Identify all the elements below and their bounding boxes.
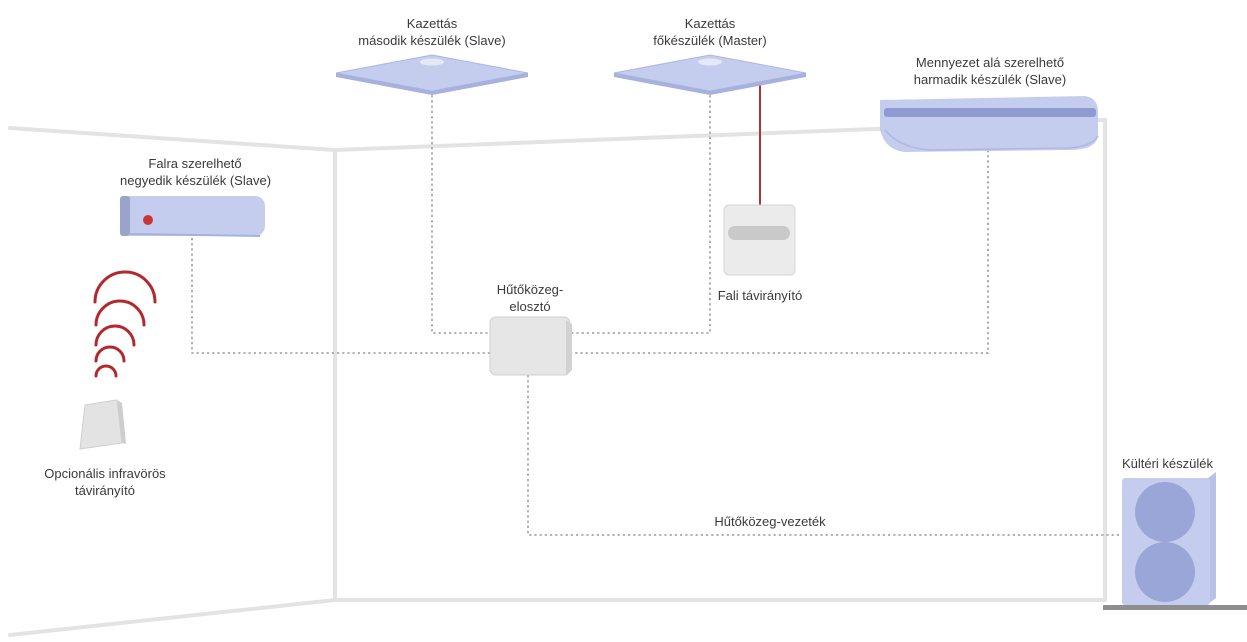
cassette-master-label-line1: Kazettás [684,16,736,31]
wall-unit-icon [120,196,265,237]
distributor-label-line1: Hűtőközeg- [496,282,564,297]
ceiling-unit-label: Mennyezet alá szerelhető harmadik készül… [905,54,1075,88]
pipe-label-text: Hűtőközeg-vezeték [714,514,826,529]
ceiling-unit-label-line1: Mennyezet alá szerelhető [915,55,1065,70]
ir-remote-label: Opcionális infravörös távirányító [30,465,180,499]
wall-remote-label: Fali távirányító [700,287,820,304]
ir-signal-waves-icon [93,270,157,378]
wall-remote-icon [723,204,796,276]
ir-remote-label-line1: Opcionális infravörös [44,466,166,481]
cassette-second-label-line1: Kazettás [406,16,458,31]
room-outline [8,117,1107,637]
cassette-second-label: Kazettás második készülék (Slave) [352,15,512,49]
wall-remote-label-text: Fali távirányító [717,288,803,303]
refrigerant-pipes [191,90,1125,536]
ir-remote-label-line2: távirányító [75,483,135,498]
outdoor-unit-label-text: Kültéri készülék [1121,456,1214,471]
ceiling-unit-label-line2: harmadik készülék (Slave) [913,72,1067,87]
pipe-label: Hűtőközeg-vezeték [700,513,840,530]
distributor-label: Hűtőközeg- elosztó [475,281,585,315]
distributor-label-line2: elosztó [509,299,551,314]
cassette-unit-icon [613,54,807,95]
wall-unit-label-line2: negyedik készülék (Slave) [120,173,272,188]
outdoor-unit-icon [1103,472,1247,610]
wall-unit-label: Falra szerelhető negyedik készülék (Slav… [120,155,272,189]
cassette-second-label-line2: második készülék (Slave) [358,33,506,48]
wall-unit-label-line1: Falra szerelhető [148,156,242,171]
outdoor-unit-label: Kültéri készülék [1105,455,1230,472]
ceiling-unit-icon [880,96,1099,152]
cassette-master-label: Kazettás főkészülék (Master) [630,15,790,49]
cassette-unit-icon [335,54,529,95]
ir-remote-icon [79,399,126,450]
distributor-box-icon [489,316,572,376]
cassette-master-label-line2: főkészülék (Master) [653,33,767,48]
